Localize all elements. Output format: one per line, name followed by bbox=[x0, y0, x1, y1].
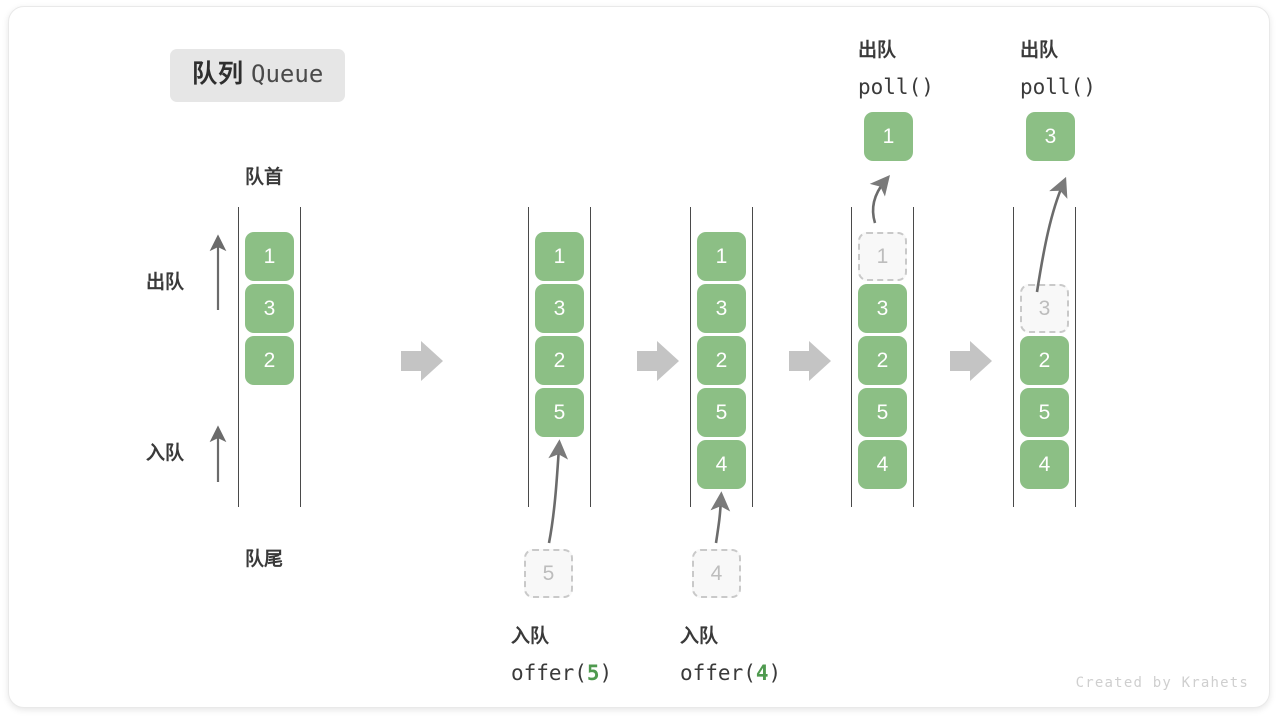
label-front: 队首 bbox=[245, 167, 284, 188]
label-rear: 队尾 bbox=[245, 549, 284, 570]
queue-rail-left-col4 bbox=[851, 207, 852, 507]
queue-cell: 1 bbox=[697, 232, 746, 281]
queue-cell: 5 bbox=[697, 388, 746, 437]
step-arrow bbox=[401, 341, 443, 381]
queue-cell: 3 bbox=[245, 284, 294, 333]
step-arrow bbox=[637, 341, 679, 381]
queue-cell: 3 bbox=[535, 284, 584, 333]
offer-5-prefix: offer( bbox=[511, 661, 587, 685]
title-english: Queue bbox=[251, 60, 324, 88]
offer-4-suffix: ) bbox=[768, 661, 782, 685]
popped-arrow-1 bbox=[869, 175, 890, 224]
caption-offer-4-line1: 入队 bbox=[680, 626, 719, 647]
header-poll-3-line2: poll() bbox=[1020, 75, 1096, 99]
label-dequeue-col1: 出队 bbox=[146, 272, 185, 293]
queue-rail-right-col3 bbox=[752, 207, 753, 507]
queue-rail-right-col4 bbox=[913, 207, 914, 507]
queue-cell-ghost: 3 bbox=[1020, 284, 1069, 333]
incoming-arrow-4 bbox=[710, 491, 731, 544]
queue-cell: 5 bbox=[535, 388, 584, 437]
offer-5-suffix: ) bbox=[599, 661, 613, 685]
queue-cell: 3 bbox=[697, 284, 746, 333]
queue-cell: 4 bbox=[858, 440, 907, 489]
header-poll-1: 出队 poll() bbox=[858, 33, 934, 105]
label-enqueue-col1: 入队 bbox=[146, 443, 185, 464]
incoming-element-5: 5 bbox=[524, 549, 573, 598]
queue-rail-right-col2 bbox=[590, 207, 591, 507]
queue-cell: 1 bbox=[245, 232, 294, 281]
popped-arrow-3 bbox=[1035, 176, 1068, 293]
caption-offer-5: 入队 offer(5) bbox=[511, 619, 612, 691]
queue-cell: 2 bbox=[245, 336, 294, 385]
queue-cell: 4 bbox=[697, 440, 746, 489]
header-poll-3-line1: 出队 bbox=[1020, 40, 1059, 61]
caption-offer-5-line1: 入队 bbox=[511, 626, 550, 647]
queue-rail-right-col5 bbox=[1075, 207, 1076, 507]
queue-rail-right-col1 bbox=[300, 207, 301, 507]
popped-element-3: 3 bbox=[1026, 112, 1075, 161]
queue-rail-left-col5 bbox=[1013, 207, 1014, 507]
incoming-element-4: 4 bbox=[692, 549, 741, 598]
title-chinese: 队列 bbox=[192, 60, 245, 88]
queue-cell: 2 bbox=[858, 336, 907, 385]
incoming-arrow-5 bbox=[547, 439, 569, 544]
queue-cell: 4 bbox=[1020, 440, 1069, 489]
queue-cell-ghost: 1 bbox=[858, 232, 907, 281]
queue-cell: 3 bbox=[858, 284, 907, 333]
queue-cell: 5 bbox=[858, 388, 907, 437]
caption-offer-4: 入队 offer(4) bbox=[680, 619, 781, 691]
step-arrow bbox=[950, 341, 992, 381]
header-poll-1-line1: 出队 bbox=[858, 40, 897, 61]
arrows-overlay bbox=[209, 175, 1068, 544]
queue-cell: 2 bbox=[697, 336, 746, 385]
queue-rail-left-col1 bbox=[238, 207, 239, 507]
header-poll-1-line2: poll() bbox=[858, 75, 934, 99]
step-arrow bbox=[789, 341, 831, 381]
watermark: Created by Krahets bbox=[1075, 675, 1249, 691]
offer-5-arg: 5 bbox=[586, 661, 600, 685]
offer-4-prefix: offer( bbox=[680, 661, 756, 685]
queue-cell: 2 bbox=[1020, 336, 1069, 385]
popped-element-1: 1 bbox=[864, 112, 913, 161]
queue-cell: 2 bbox=[535, 336, 584, 385]
queue-rail-left-col2 bbox=[528, 207, 529, 507]
offer-4-arg: 4 bbox=[755, 661, 769, 685]
queue-cell: 1 bbox=[535, 232, 584, 281]
caption-offer-4-line2: offer(4) bbox=[680, 655, 781, 691]
header-poll-3: 出队 poll() bbox=[1020, 33, 1096, 105]
queue-rail-left-col3 bbox=[690, 207, 691, 507]
caption-offer-5-line2: offer(5) bbox=[511, 655, 612, 691]
queue-cell: 5 bbox=[1020, 388, 1069, 437]
